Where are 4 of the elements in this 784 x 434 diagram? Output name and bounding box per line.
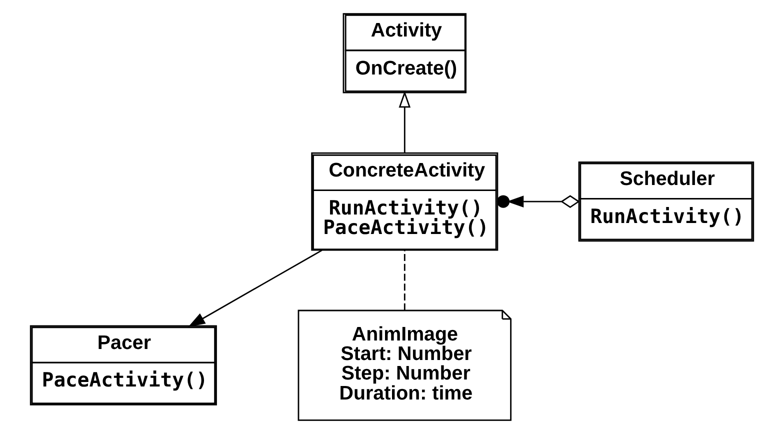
arrow (496, 195, 580, 208)
arrow (188, 250, 322, 327)
arrow (398, 90, 411, 153)
connector (404, 250, 406, 310)
